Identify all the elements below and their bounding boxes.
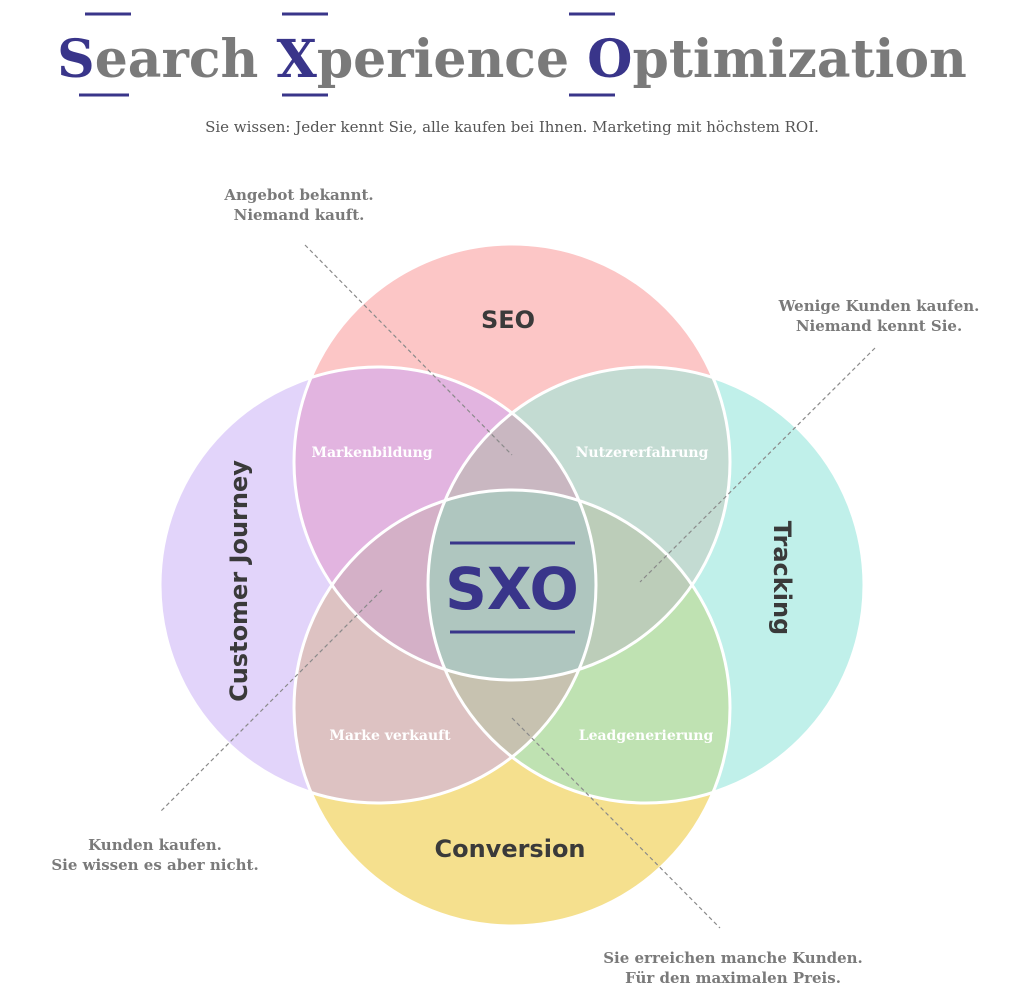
callout-bottom-left-line1: Kunden kaufen.: [88, 836, 222, 854]
circle-outlines: [158, 242, 866, 928]
label-customer-journey: Customer Journey: [225, 460, 253, 702]
callout-top-right-line2: Niemand kennt Sie.: [796, 317, 962, 335]
title-initial-o: O: [587, 29, 632, 90]
label-nutzererfahrung: Nutzererfahrung: [576, 445, 709, 461]
callout-bottom-right-line1: Sie erreichen manche Kunden.: [603, 949, 863, 967]
callout-top-left-line1: Angebot bekannt.: [223, 186, 373, 204]
callout-bottom-right-line2: Für den maximalen Preis.: [625, 969, 841, 987]
label-conversion: Conversion: [434, 835, 585, 863]
overlap-seo-tracking-conversion: [428, 490, 730, 680]
title-word-xperience: perience: [317, 29, 569, 90]
label-markenbildung: Markenbildung: [311, 445, 432, 461]
page-title: Search Xperience Optimization: [57, 29, 967, 90]
title-word-optimization: ptimization: [632, 29, 966, 90]
title-word-search: earch: [95, 29, 259, 90]
overlap-seo-journey-tracking: [428, 367, 596, 680]
overlap-seo-journey-conversion: [294, 490, 596, 680]
label-center-sxo: SXO: [445, 555, 579, 623]
label-seo: SEO: [481, 306, 535, 334]
callout-top-right-line1: Wenige Kunden kaufen.: [778, 297, 980, 315]
overlap-journey-tracking-conversion: [428, 490, 596, 803]
title-initial-x: X: [276, 29, 317, 90]
title-initial-s: S: [57, 29, 95, 90]
title-bar: Search Xperience Optimization: [57, 12, 967, 97]
callout-lines: [159, 244, 876, 929]
callout-top-left-line2: Niemand kauft.: [234, 206, 365, 224]
subtitle: Sie wissen: Jeder kennt Sie, alle kaufen…: [205, 118, 819, 136]
label-marke-verkauft: Marke verkauft: [329, 728, 451, 744]
callout-bottom-left-line2: Sie wissen es aber nicht.: [51, 856, 258, 874]
label-tracking: Tracking: [768, 521, 796, 635]
label-leadgenerierung: Leadgenerierung: [579, 728, 714, 744]
